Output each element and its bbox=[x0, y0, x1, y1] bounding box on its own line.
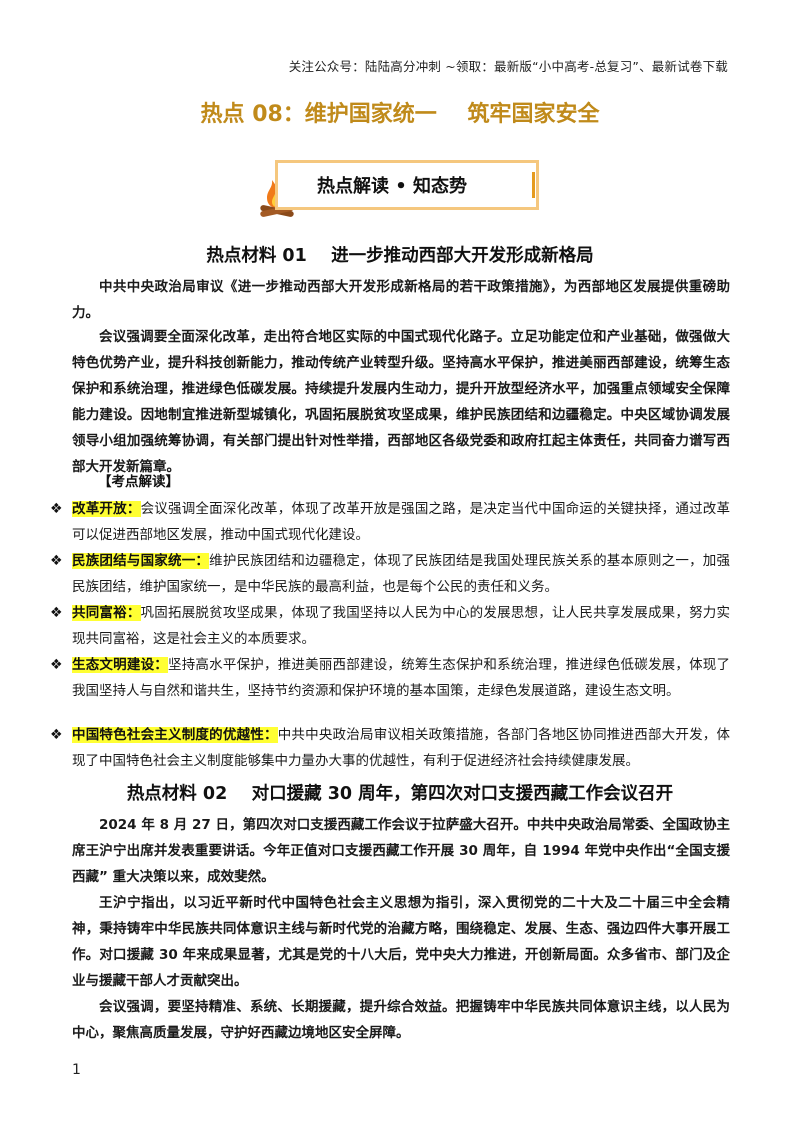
paragraph: 中共中央政治局审议《进一步推动西部大开发形成新格局的若干政策措施》，为西部地区发… bbox=[72, 279, 730, 321]
paragraph: 王沪宁指出，以习近平新时代中国特色社会主义思想为指引，深入贯彻党的二十大及二十届… bbox=[72, 895, 730, 989]
list-item: ❖ 共同富裕：巩固拓展脱贫攻坚成果，体现了我国坚持以人民为中心的发展思想，让人民… bbox=[50, 600, 730, 652]
list-item: ❖ 生态文明建设：坚持高水平保护，推进美丽西部建设，统筹生态保护和系统治理，推进… bbox=[50, 652, 730, 704]
analysis-heading: 【考点解读】 bbox=[98, 474, 179, 490]
paragraph: 会议强调，要坚持精准、系统、长期援藏，提升综合效益。把握铸牢中华民族共同体意识主… bbox=[72, 999, 730, 1041]
key-term: 改革开放： bbox=[72, 501, 141, 517]
list-item: ❖ 改革开放：会议强调全面深化改革，体现了改革开放是强国之路，是决定当代中国命运… bbox=[50, 496, 730, 548]
point-text: 中共中央政治局审议相关政策措施，各部门各地区协同推进西部大开发，体现了中国特色社… bbox=[72, 727, 731, 769]
banner-label: 热点解读 • 知态势 bbox=[317, 176, 468, 197]
list-item-text: 改革开放：会议强调全面深化改革，体现了改革开放是强国之路，是决定当代中国命运的关… bbox=[72, 496, 730, 548]
page-number: 1 bbox=[72, 1062, 81, 1078]
list-item-text: 共同富裕：巩固拓展脱贫攻坚成果，体现了我国坚持以人民为中心的发展思想，让人民共享… bbox=[72, 600, 730, 652]
key-term: 生态文明建设： bbox=[72, 657, 168, 673]
diamond-bullet-icon: ❖ bbox=[50, 605, 63, 621]
list-item-text: 中国特色社会主义制度的优越性：中共中央政治局审议相关政策措施，各部门各地区协同推… bbox=[72, 722, 730, 774]
diamond-bullet-icon: ❖ bbox=[50, 657, 63, 673]
page-title: 热点 08：维护国家统一 筑牢国家安全 bbox=[200, 102, 600, 127]
point-text: 巩固拓展脱贫攻坚成果，体现了我国坚持以人民为中心的发展思想，让人民共享发展成果，… bbox=[72, 605, 731, 647]
section-title-1: 热点材料 01 进一步推动西部大开发形成新格局 bbox=[206, 246, 594, 266]
banner-accent-bar bbox=[532, 172, 535, 198]
key-term: 中国特色社会主义制度的优越性： bbox=[72, 727, 278, 743]
header-note: 关注公众号：陆陆高分冲刺 ~领取：最新版“小中高考-总复习”、最新试卷下载 bbox=[288, 59, 728, 74]
diamond-bullet-icon: ❖ bbox=[50, 501, 63, 517]
key-term: 民族团结与国家统一： bbox=[72, 553, 210, 569]
banner-frame bbox=[275, 160, 539, 210]
diamond-bullet-icon: ❖ bbox=[50, 727, 63, 743]
key-term: 共同富裕： bbox=[72, 605, 141, 621]
list-item-text: 民族团结与国家统一：维护民族团结和边疆稳定，体现了民族团结是我国处理民族关系的基… bbox=[72, 548, 730, 600]
section-banner: 热点解读 • 知态势 bbox=[255, 160, 549, 217]
point-text: 维护民族团结和边疆稳定，体现了民族团结是我国处理民族关系的基本原则之一，加强民族… bbox=[72, 553, 731, 595]
list-item: ❖ 中国特色社会主义制度的优越性：中共中央政治局审议相关政策措施，各部门各地区协… bbox=[50, 722, 730, 774]
point-text: 会议强调全面深化改革，体现了改革开放是强国之路，是决定当代中国命运的关键抉择，通… bbox=[72, 501, 731, 543]
paragraph: 会议强调要全面深化改革，走出符合地区实际的中国式现代化路子。立足功能定位和产业基… bbox=[72, 329, 730, 475]
diamond-bullet-icon: ❖ bbox=[50, 553, 63, 569]
section-title-2: 热点材料 02 对口援藏 30 周年，第四次对口支援西藏工作会议召开 bbox=[126, 784, 674, 804]
list-item: ❖ 民族团结与国家统一：维护民族团结和边疆稳定，体现了民族团结是我国处理民族关系… bbox=[50, 548, 730, 600]
list-item-text: 生态文明建设：坚持高水平保护，推进美丽西部建设，统筹生态保护和系统治理，推进绿色… bbox=[72, 652, 730, 704]
paragraph: 2024 年 8 月 27 日，第四次对口支援西藏工作会议于拉萨盛大召开。中共中… bbox=[72, 817, 730, 885]
point-text: 坚持高水平保护，推进美丽西部建设，统筹生态保护和系统治理，推进绿色低碳发展，体现… bbox=[72, 657, 731, 699]
